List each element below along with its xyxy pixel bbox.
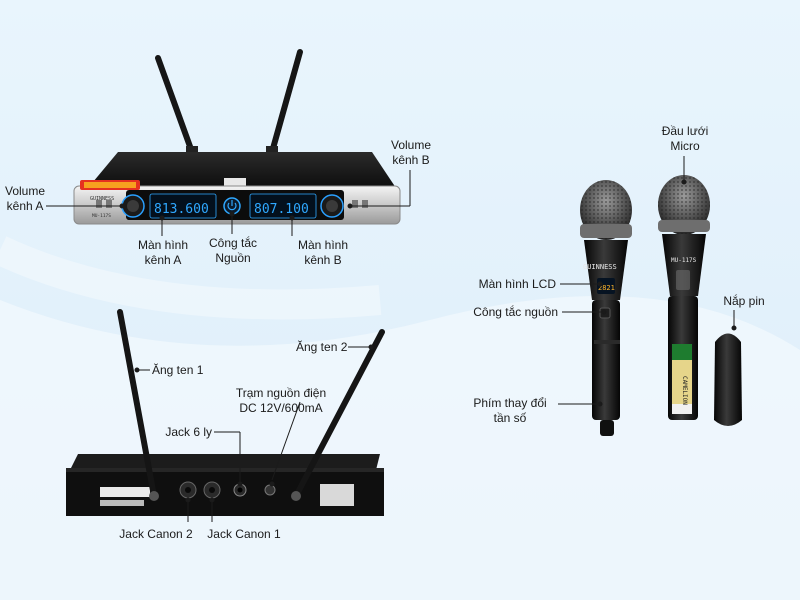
leader-lines-mic xyxy=(558,156,737,407)
receiver-back xyxy=(66,309,385,516)
label-mic-power: Công tắc nguồn xyxy=(473,305,558,319)
label-screen-a: Màn hình kênh A xyxy=(137,238,189,267)
label-power-switch: Công tắc Nguồn xyxy=(208,236,258,265)
lcd-a-reading: 813.600 xyxy=(154,202,209,217)
label-mic-head: Đầu lưới Micro xyxy=(661,124,709,153)
microphone-left xyxy=(580,180,632,436)
receiver-front xyxy=(73,49,401,225)
label-canon-1: Jack Canon 1 xyxy=(207,527,281,541)
microphone-right xyxy=(658,175,710,420)
label-volume-b: Volume kênh B xyxy=(390,138,432,167)
battery-cap xyxy=(714,333,742,426)
model-front: MU-117S xyxy=(92,213,111,219)
battery-label: CAMELION xyxy=(681,376,688,405)
label-power-jack: Trạm nguồn điện DC 12V/600mA xyxy=(235,386,327,415)
label-battery-cap: Nắp pin xyxy=(723,294,765,308)
label-volume-a: Volume kênh A xyxy=(4,184,46,213)
label-lcd-screen: Màn hình LCD xyxy=(478,277,556,291)
brand-logo-mic: GUINNESS xyxy=(583,263,617,271)
mic-lcd-reading: 2821 xyxy=(598,284,615,292)
leader-lines-front xyxy=(46,170,411,236)
label-jack-6: Jack 6 ly xyxy=(165,425,212,439)
label-antenna-2: Ăng ten 2 xyxy=(296,340,348,354)
label-canon-2: Jack Canon 2 xyxy=(119,527,193,541)
model-mic: MU-117S xyxy=(671,257,697,264)
label-screen-b: Màn hình kênh B xyxy=(297,238,349,267)
lcd-b-reading: 807.100 xyxy=(254,202,309,217)
brand-logo-front: GUINNESS xyxy=(90,196,114,202)
leader-lines-back xyxy=(134,344,374,522)
label-freq-button: Phím thay đổi tần số xyxy=(473,396,547,425)
label-antenna-1: Ăng ten 1 xyxy=(152,363,204,377)
